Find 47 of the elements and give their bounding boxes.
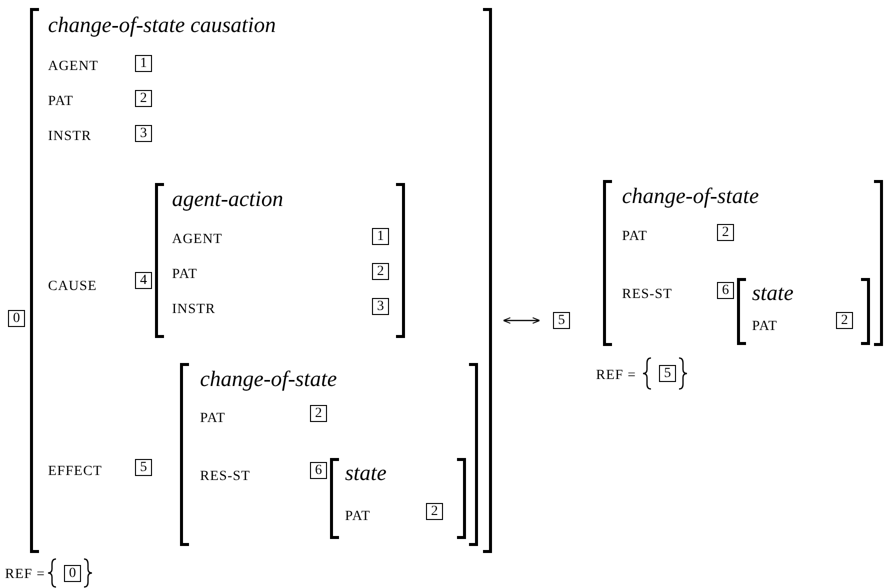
tag-box: 4 — [135, 272, 152, 289]
ref-label: REF = — [5, 566, 46, 584]
attribute-label: PAT — [752, 318, 778, 336]
tag-box: 1 — [372, 228, 389, 245]
double-arrow — [502, 317, 540, 324]
attribute-value-matrix — [330, 458, 466, 539]
attribute-label: RES-ST — [622, 286, 672, 304]
attribute-label: PAT — [200, 410, 226, 428]
attribute-value-matrix — [30, 8, 492, 553]
type-label: agent-action — [172, 186, 284, 212]
attribute-value-matrix — [155, 183, 405, 338]
attribute-label: PAT — [172, 266, 198, 284]
attribute-label: CAUSE — [48, 278, 97, 296]
type-label: change-of-state causation — [48, 12, 276, 38]
tag-box: 1 — [135, 55, 152, 72]
tag-box: 2 — [426, 503, 443, 520]
tag-box: 5 — [135, 459, 152, 476]
attribute-label: AGENT — [172, 231, 222, 249]
type-label: change-of-state — [622, 183, 759, 209]
ref-label: REF = — [596, 367, 636, 385]
tag-box: 2 — [717, 224, 734, 241]
tag-box: 0 — [64, 565, 81, 582]
attribute-label: INSTR — [48, 128, 92, 146]
attribute-label: INSTR — [172, 301, 216, 319]
tag-box: 3 — [135, 125, 152, 142]
type-label: state — [752, 280, 794, 306]
tag-box: 3 — [372, 298, 389, 315]
tag-box: 2 — [836, 312, 853, 329]
tag-box: 0 — [8, 310, 25, 327]
attribute-label: EFFECT — [48, 463, 102, 481]
tag-box: 6 — [717, 282, 734, 299]
type-label: change-of-state — [200, 366, 337, 392]
tag-box: 2 — [372, 263, 389, 280]
attribute-value-matrix — [180, 363, 478, 546]
attribute-value-matrix — [603, 180, 883, 346]
attribute-label: PAT — [48, 93, 74, 111]
tag-box: 2 — [135, 90, 152, 107]
tag-box: 2 — [310, 405, 327, 422]
attribute-value-matrix — [737, 278, 870, 345]
tag-box: 6 — [310, 462, 327, 479]
attribute-label: RES-ST — [200, 468, 250, 486]
tag-box: 5 — [553, 312, 570, 329]
attribute-label: PAT — [622, 228, 648, 246]
tag-box: 5 — [659, 365, 676, 382]
type-label: state — [345, 460, 387, 486]
attribute-label: PAT — [345, 508, 370, 526]
attribute-label: AGENT — [48, 58, 98, 76]
